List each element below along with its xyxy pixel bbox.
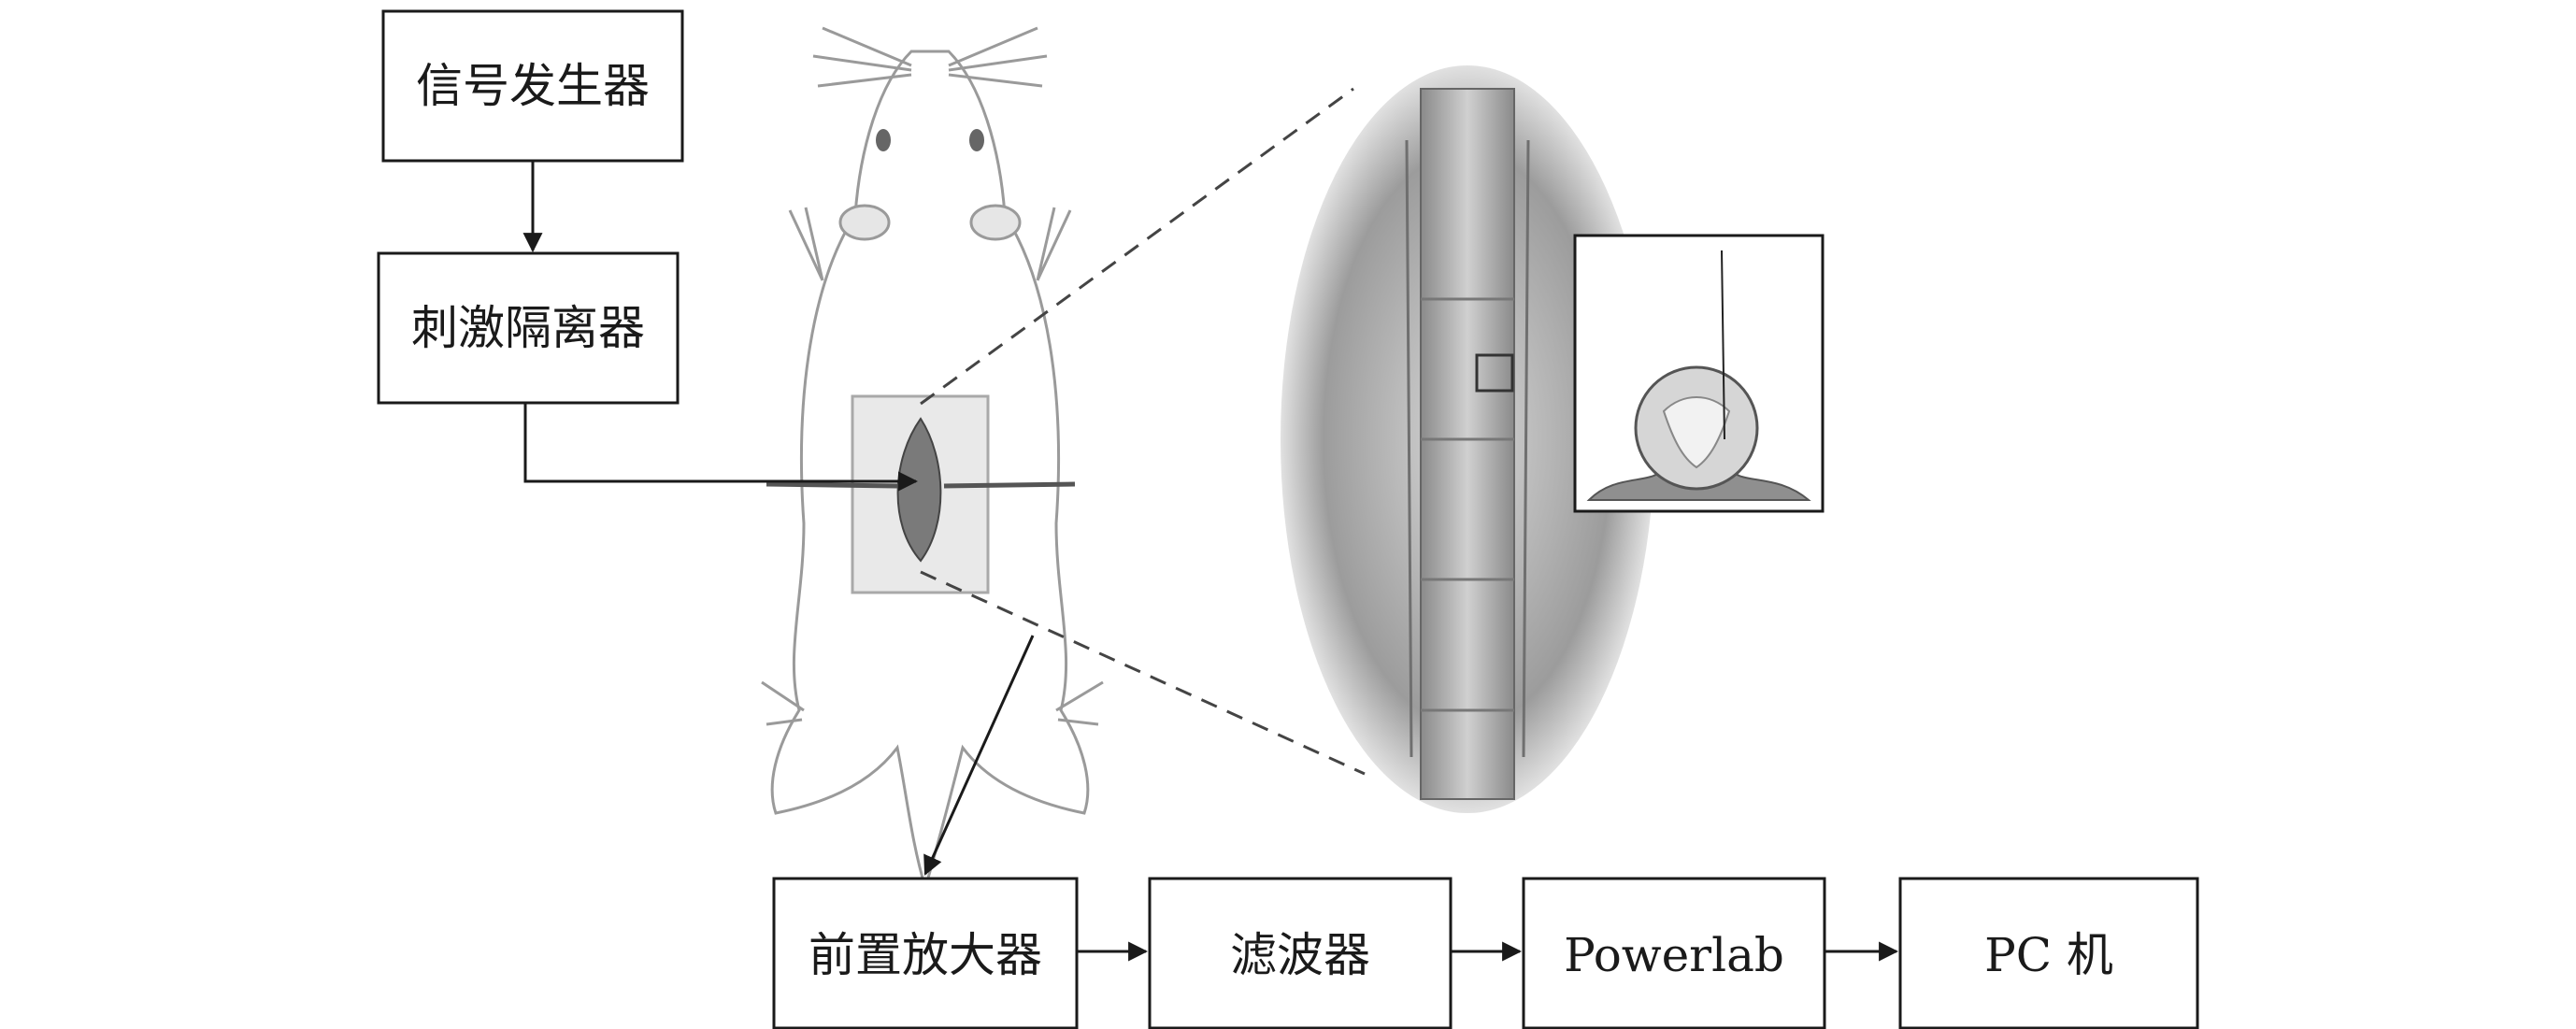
arrow-cord-to-preamp [923, 635, 1035, 876]
filter-label: 滤波器 [1230, 928, 1370, 982]
rat-illustration [761, 26, 1104, 1001]
stimulus-isolator-label: 刺激隔离器 [411, 301, 645, 355]
roi-square [1475, 353, 1514, 393]
pc-label: PC 机 [1984, 928, 2113, 982]
node-stimulus-isolator: 刺激隔离器 [377, 251, 680, 405]
spinal-cord-closeup [1281, 65, 1654, 813]
preamplifier-label: 前置放大器 [809, 928, 1042, 982]
node-filter: 滤波器 [1148, 877, 1453, 1029]
spinal-cross-section-inset [1573, 234, 1825, 513]
powerlab-label: Powerlab [1564, 928, 1784, 982]
node-powerlab: Powerlab [1522, 877, 1826, 1029]
zoom-line-lower [920, 570, 1366, 776]
zoom-line-upper [920, 87, 1354, 406]
node-signal-generator: 信号发生器 [381, 9, 684, 163]
node-preamplifier: 前置放大器 [772, 877, 1079, 1029]
signal-generator-label: 信号发生器 [416, 59, 650, 113]
arrow-isolator-to-cord [523, 403, 919, 492]
node-pc: PC 机 [1898, 877, 2199, 1029]
